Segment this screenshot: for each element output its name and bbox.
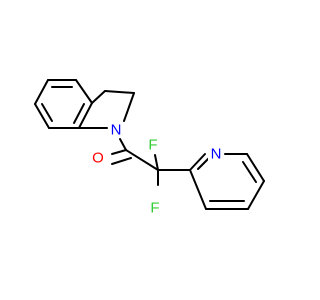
alpha-fluorine-upper-bond	[154, 154, 159, 171]
pyridine-bond-6	[189, 169, 207, 210]
pyridine-bond-3	[246, 153, 265, 182]
atom-label-layer: N O F F N	[90, 121, 224, 217]
indoline-ring-bond-1	[91, 90, 106, 104]
pyridine-bond-1-inner	[197, 157, 210, 170]
carbonyl-double-bond-1	[111, 149, 127, 155]
benzene-bond-2	[75, 79, 93, 104]
bond-layer	[34, 79, 265, 210]
pyridine-nitrogen-label: N	[211, 146, 222, 163]
indoline-ring-bond-3	[123, 92, 135, 122]
indoline-ring-bond-2	[104, 90, 135, 94]
molecular-structure-diagram: N O F F N	[34, 79, 265, 217]
nitrogen-carbonyl-bond	[119, 138, 127, 151]
carbonyl-double-bond-2	[111, 157, 132, 165]
benzene-bond-3	[78, 102, 93, 129]
upper-fluorine-label: F	[148, 137, 157, 154]
lower-fluorine-label: F	[150, 200, 159, 217]
pyridine-nitrogen-label-background	[208, 146, 224, 163]
lower-fluorine-label-background	[148, 200, 162, 217]
benzene-bond-3-inner	[73, 103, 85, 124]
pyridine-bond-4	[247, 180, 265, 210]
carbonyl-alpha-bond	[125, 149, 159, 171]
carbonyl-oxygen-label: O	[92, 150, 104, 167]
indoline-nitrogen-label: N	[111, 122, 122, 139]
indoline-nitrogen-label-background	[109, 121, 123, 138]
benzene-bond-5-inner	[41, 103, 53, 122]
pyridine-bond-3-inner	[242, 161, 257, 183]
benzene-bond-5	[34, 103, 50, 129]
benzene-bond-6	[34, 79, 49, 105]
carbonyl-oxygen-label-background	[90, 150, 106, 167]
pyridine-bond-1	[189, 153, 206, 171]
upper-fluorine-label-background	[146, 137, 160, 154]
